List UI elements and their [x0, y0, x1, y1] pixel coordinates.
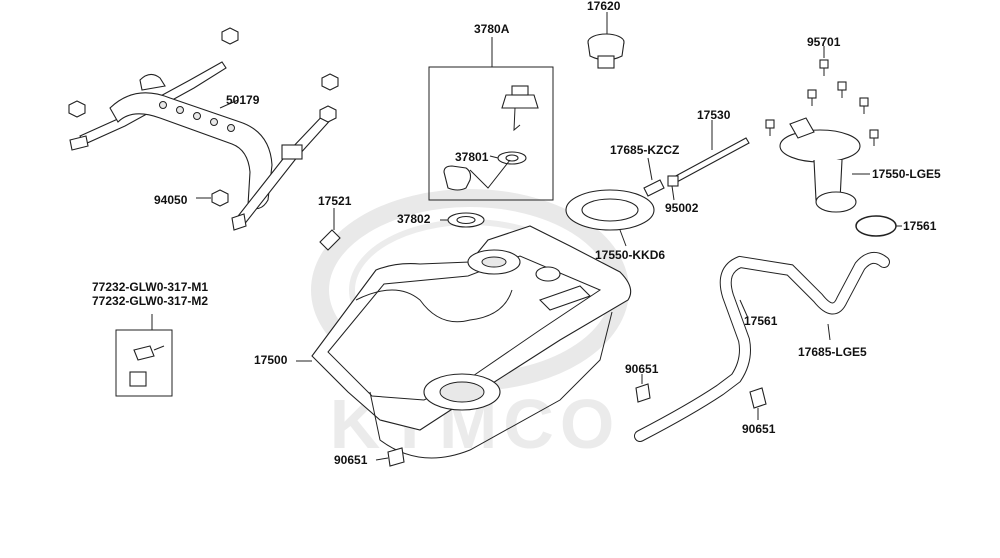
small-plate [319, 208, 341, 251]
sensor-box [115, 314, 173, 397]
connector [643, 157, 665, 197]
gasket [440, 212, 485, 228]
label-17685-lge5: 17685-LGE5 [798, 345, 867, 359]
label-17561-hose: 17561 [744, 314, 778, 328]
label-90651-bottom: 90651 [334, 453, 368, 467]
label-95002: 95002 [665, 201, 699, 215]
fuel-gauge-box [428, 37, 554, 201]
label-17685-kzcz: 17685-KZCZ [610, 143, 680, 157]
label-50179: 50179 [226, 93, 260, 107]
label-90651-right: 90651 [742, 422, 776, 436]
clamp-icon [375, 374, 767, 467]
fuel-cap [587, 12, 625, 69]
label-37802: 37802 [397, 212, 431, 226]
fuel-hose [634, 251, 890, 442]
frame-bracket [69, 61, 335, 231]
label-17620: 17620 [587, 0, 621, 13]
label-95701: 95701 [807, 35, 841, 49]
label-17550-lge5: 17550-LGE5 [872, 167, 941, 181]
label-17521: 17521 [318, 194, 352, 208]
label-17500: 17500 [254, 353, 288, 367]
label-17550-kkd6: 17550-KKD6 [595, 248, 666, 262]
label-3780A: 3780A [474, 22, 510, 36]
nut-icon [68, 27, 339, 207]
mounting-ring [565, 189, 655, 247]
screw-icon [765, 46, 879, 146]
label-37801: 37801 [455, 150, 489, 164]
fuel-pump [779, 117, 870, 213]
label-77232-m1: 77232-GLW0-317-M1 [92, 280, 209, 294]
label-94050: 94050 [154, 193, 188, 207]
label-90651-top: 90651 [625, 362, 659, 376]
label-17530: 17530 [697, 108, 731, 122]
fuel-tank [296, 225, 632, 459]
fuel-tube [671, 120, 750, 184]
label-77232-m2: 77232-GLW0-317-M2 [92, 294, 209, 308]
label-17561-o-ring: 17561 [903, 219, 937, 233]
o-ring [855, 215, 897, 237]
clip [667, 175, 679, 187]
